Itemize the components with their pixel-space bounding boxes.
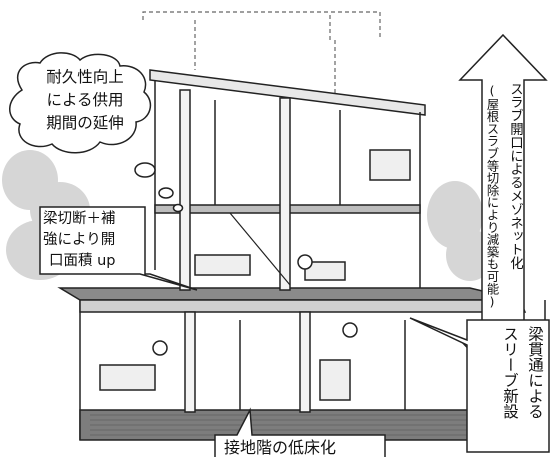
arrow-text-line2: (屋根スラブ等切除により減築も可能) [485, 84, 499, 309]
sleeve-text-line1: 梁貫通による [526, 326, 544, 419]
sleeve-callout-shape [409, 317, 550, 453]
sleeve-text-line2: スリーブ新設 [501, 326, 519, 419]
floor-callout-shape [214, 407, 386, 457]
bubble-line-3: 期間の延伸 [46, 114, 124, 132]
beam-callout-shape [39, 206, 198, 291]
arrow-text-line1: スラブ開口によるメゾネット化 [507, 82, 522, 270]
beam-callout-line-1: 梁切断＋補 [43, 211, 116, 227]
beam-callout-text: 梁切断＋補 強により開 口面積 up [43, 209, 143, 272]
bubble-line-2: による供用 [46, 91, 124, 109]
bubble-line-1: 耐久性向上 [46, 68, 124, 86]
beam-callout-line-2: 強により開 [43, 232, 116, 248]
beam-callout-line-3: 口面積 up [49, 253, 116, 269]
removed-roof-dashed-outline [142, 11, 381, 100]
bubble-text: 耐久性向上 による供用 期間の延伸 [32, 66, 138, 135]
floor-callout-text: 接地階の低床化 [224, 438, 337, 457]
building-section [57, 69, 546, 441]
thought-bubble-shape [9, 52, 184, 213]
